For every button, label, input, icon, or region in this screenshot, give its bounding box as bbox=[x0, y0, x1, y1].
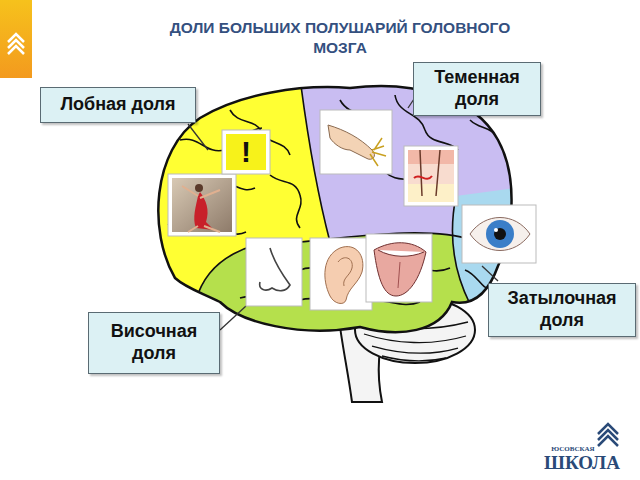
label-box: Теменная доля bbox=[413, 62, 541, 116]
eye-icon bbox=[462, 205, 536, 263]
school-logo bbox=[598, 424, 618, 446]
title: ДОЛИ БОЛЬШИХ ПОЛУШАРИЙ ГОЛОВНОГО МОЗГА bbox=[150, 18, 530, 58]
lobe-name: Затылочная доля bbox=[497, 288, 627, 331]
logo-text: ШКОЛА bbox=[540, 452, 624, 474]
dancer-icon bbox=[168, 174, 236, 236]
tongue-icon bbox=[366, 234, 432, 302]
lobe-name: Лобная доля bbox=[60, 94, 175, 116]
label-box: Лобная доля bbox=[40, 87, 196, 123]
label-box: Затылочная доля bbox=[488, 283, 636, 337]
attention-icon bbox=[222, 130, 270, 174]
ear-icon bbox=[310, 238, 372, 310]
brain-outline bbox=[158, 86, 511, 332]
lobe-name: Теменная доля bbox=[422, 67, 532, 110]
touch-icon bbox=[320, 110, 392, 174]
label-box: Височная доля bbox=[88, 312, 220, 374]
lobe-name: Височная доля bbox=[97, 321, 211, 364]
skin-icon bbox=[404, 146, 458, 206]
corner-bar bbox=[0, 0, 32, 78]
nose-icon bbox=[246, 238, 302, 306]
attention-mark: ! bbox=[226, 134, 266, 170]
